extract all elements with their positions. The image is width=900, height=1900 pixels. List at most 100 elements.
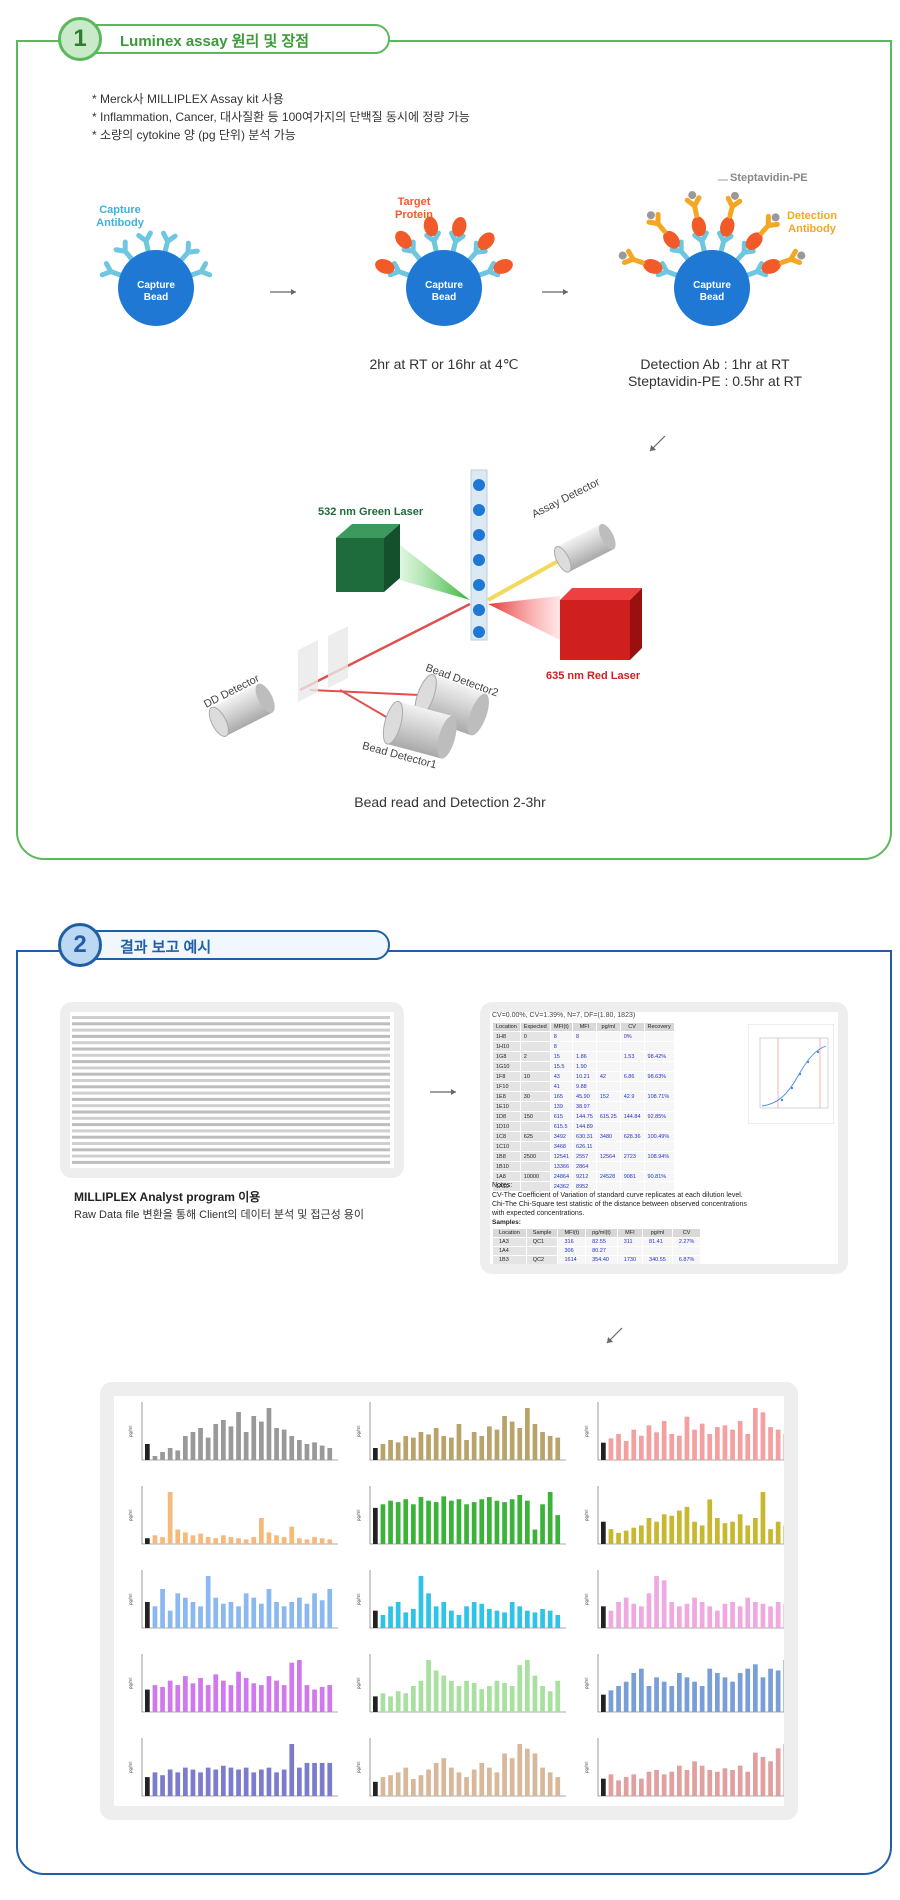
bar [266, 1589, 272, 1628]
bar [661, 1774, 667, 1796]
bar [692, 1597, 697, 1628]
bar [449, 1680, 454, 1712]
bar [692, 1429, 697, 1460]
bar [395, 1502, 401, 1544]
std-cell: 615 [549, 1111, 574, 1122]
bar [373, 1610, 378, 1628]
raw-data-row [72, 1129, 390, 1133]
std-cell: 3468 [549, 1141, 574, 1152]
std-cell: 165 [549, 1091, 574, 1102]
bar [555, 1437, 561, 1460]
std-cell [595, 1181, 621, 1192]
bar [205, 1767, 211, 1796]
std-col-header: CV [619, 1022, 645, 1032]
bar [205, 1437, 211, 1460]
bar [395, 1691, 401, 1712]
bar [456, 1772, 462, 1796]
chart-ylabel: pg/ml [128, 1510, 133, 1521]
std-cell: 42 [595, 1071, 621, 1082]
chart-axes [141, 1486, 338, 1545]
bar [661, 1681, 667, 1712]
chart-ylabel: pg/ml [584, 1426, 589, 1437]
bar [426, 1434, 431, 1460]
chart-axes [141, 1654, 338, 1713]
bar [236, 1412, 241, 1460]
chart-ylabel: pg/ml [584, 1510, 589, 1521]
bar [775, 1602, 781, 1628]
bar [502, 1753, 507, 1796]
std-cell: 1.86 [572, 1051, 597, 1062]
bar [411, 1686, 416, 1712]
std-cell: 38.97 [572, 1101, 597, 1112]
bar [327, 1685, 333, 1712]
bar [737, 1673, 743, 1712]
bar [175, 1529, 181, 1544]
std-cell [643, 1101, 675, 1112]
bar [532, 1612, 538, 1628]
bar [745, 1668, 751, 1712]
chart-ylabel: pg/ml [584, 1594, 589, 1605]
bar [449, 1610, 454, 1628]
chart-axes [597, 1654, 794, 1713]
bar [395, 1772, 401, 1796]
std-cell [595, 1141, 621, 1152]
bar [471, 1602, 477, 1628]
raw-data-row [72, 1079, 390, 1082]
report-sheet: CV=0.00%, CV=1.39%, N=7, DF=(1.80, 1823)… [490, 1012, 838, 1264]
bar [403, 1767, 409, 1796]
chart-ylabel: pg/ml [356, 1762, 361, 1773]
bar [289, 1662, 295, 1712]
std-cell: 100.49% [643, 1131, 675, 1142]
std-cell [619, 1161, 645, 1172]
bar [418, 1576, 424, 1628]
bar [783, 1525, 789, 1544]
bar [646, 1425, 652, 1460]
std-cell: 152 [595, 1091, 621, 1102]
std-cell: 1G8 [492, 1051, 521, 1062]
std-cell: 98.42% [643, 1051, 675, 1062]
std-cell: 41 [549, 1081, 574, 1092]
bar [205, 1685, 211, 1712]
bar [745, 1434, 751, 1460]
red-laser-label: 635 nm Red Laser [546, 670, 641, 682]
bar [426, 1593, 431, 1628]
bar [525, 1610, 530, 1628]
bar [768, 1427, 773, 1460]
raw-data-row [72, 1097, 390, 1101]
bar [395, 1602, 401, 1628]
std-cell: 2723 [619, 1151, 645, 1162]
bar [760, 1412, 766, 1460]
bar [745, 1525, 751, 1544]
raw-data-row [72, 1135, 390, 1139]
bar [775, 1748, 781, 1796]
bead-detector1 [382, 700, 457, 759]
section-2-box [16, 950, 892, 1875]
notes-line-1: CV-The Coefficient of Variation of stand… [492, 1192, 743, 1199]
bar [715, 1771, 720, 1796]
bar [198, 1533, 203, 1544]
bar [411, 1608, 416, 1628]
std-cell [519, 1101, 551, 1112]
capture-bead-2 [375, 216, 513, 326]
bar [456, 1615, 462, 1628]
bar [281, 1769, 287, 1796]
bar [297, 1440, 302, 1460]
bar [411, 1504, 416, 1544]
bar [494, 1772, 500, 1796]
bar [183, 1767, 188, 1796]
bar [251, 1772, 257, 1796]
bar [198, 1772, 203, 1796]
capture-bead-1 [102, 233, 209, 326]
bar [479, 1762, 485, 1796]
bar [388, 1696, 393, 1712]
bar-chart: pg/ml [356, 1654, 566, 1713]
bar [388, 1440, 393, 1460]
bar [190, 1432, 196, 1460]
